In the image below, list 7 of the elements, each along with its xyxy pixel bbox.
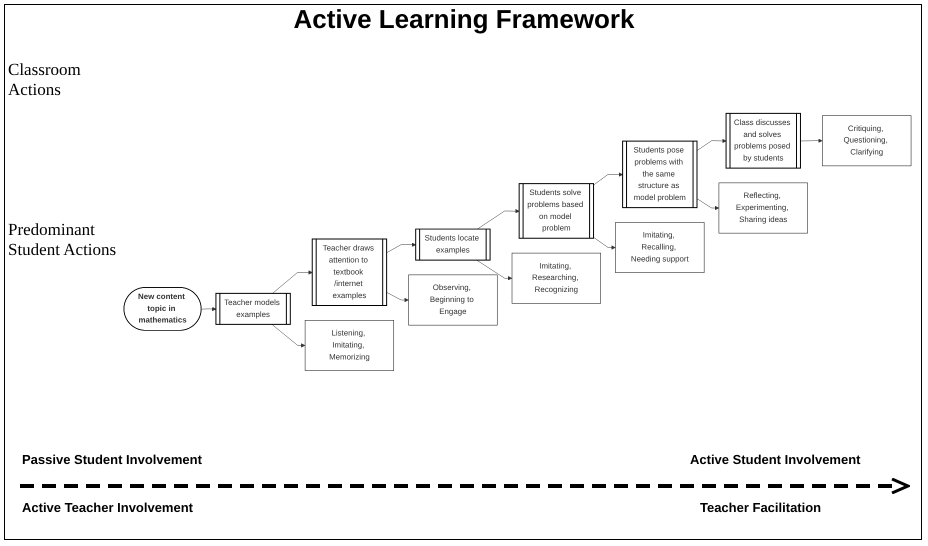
- axis-label: Teacher Facilitation: [700, 500, 822, 515]
- axis-label: Passive Student Involvement: [22, 452, 202, 467]
- row-label: Classroom Actions: [8, 60, 82, 100]
- axis-label: Active Student Involvement: [690, 452, 860, 467]
- axis-label: Active Teacher Involvement: [22, 500, 193, 515]
- title: Active Learning Framework: [292, 4, 636, 35]
- row-label: Predominant Student Actions: [8, 220, 118, 260]
